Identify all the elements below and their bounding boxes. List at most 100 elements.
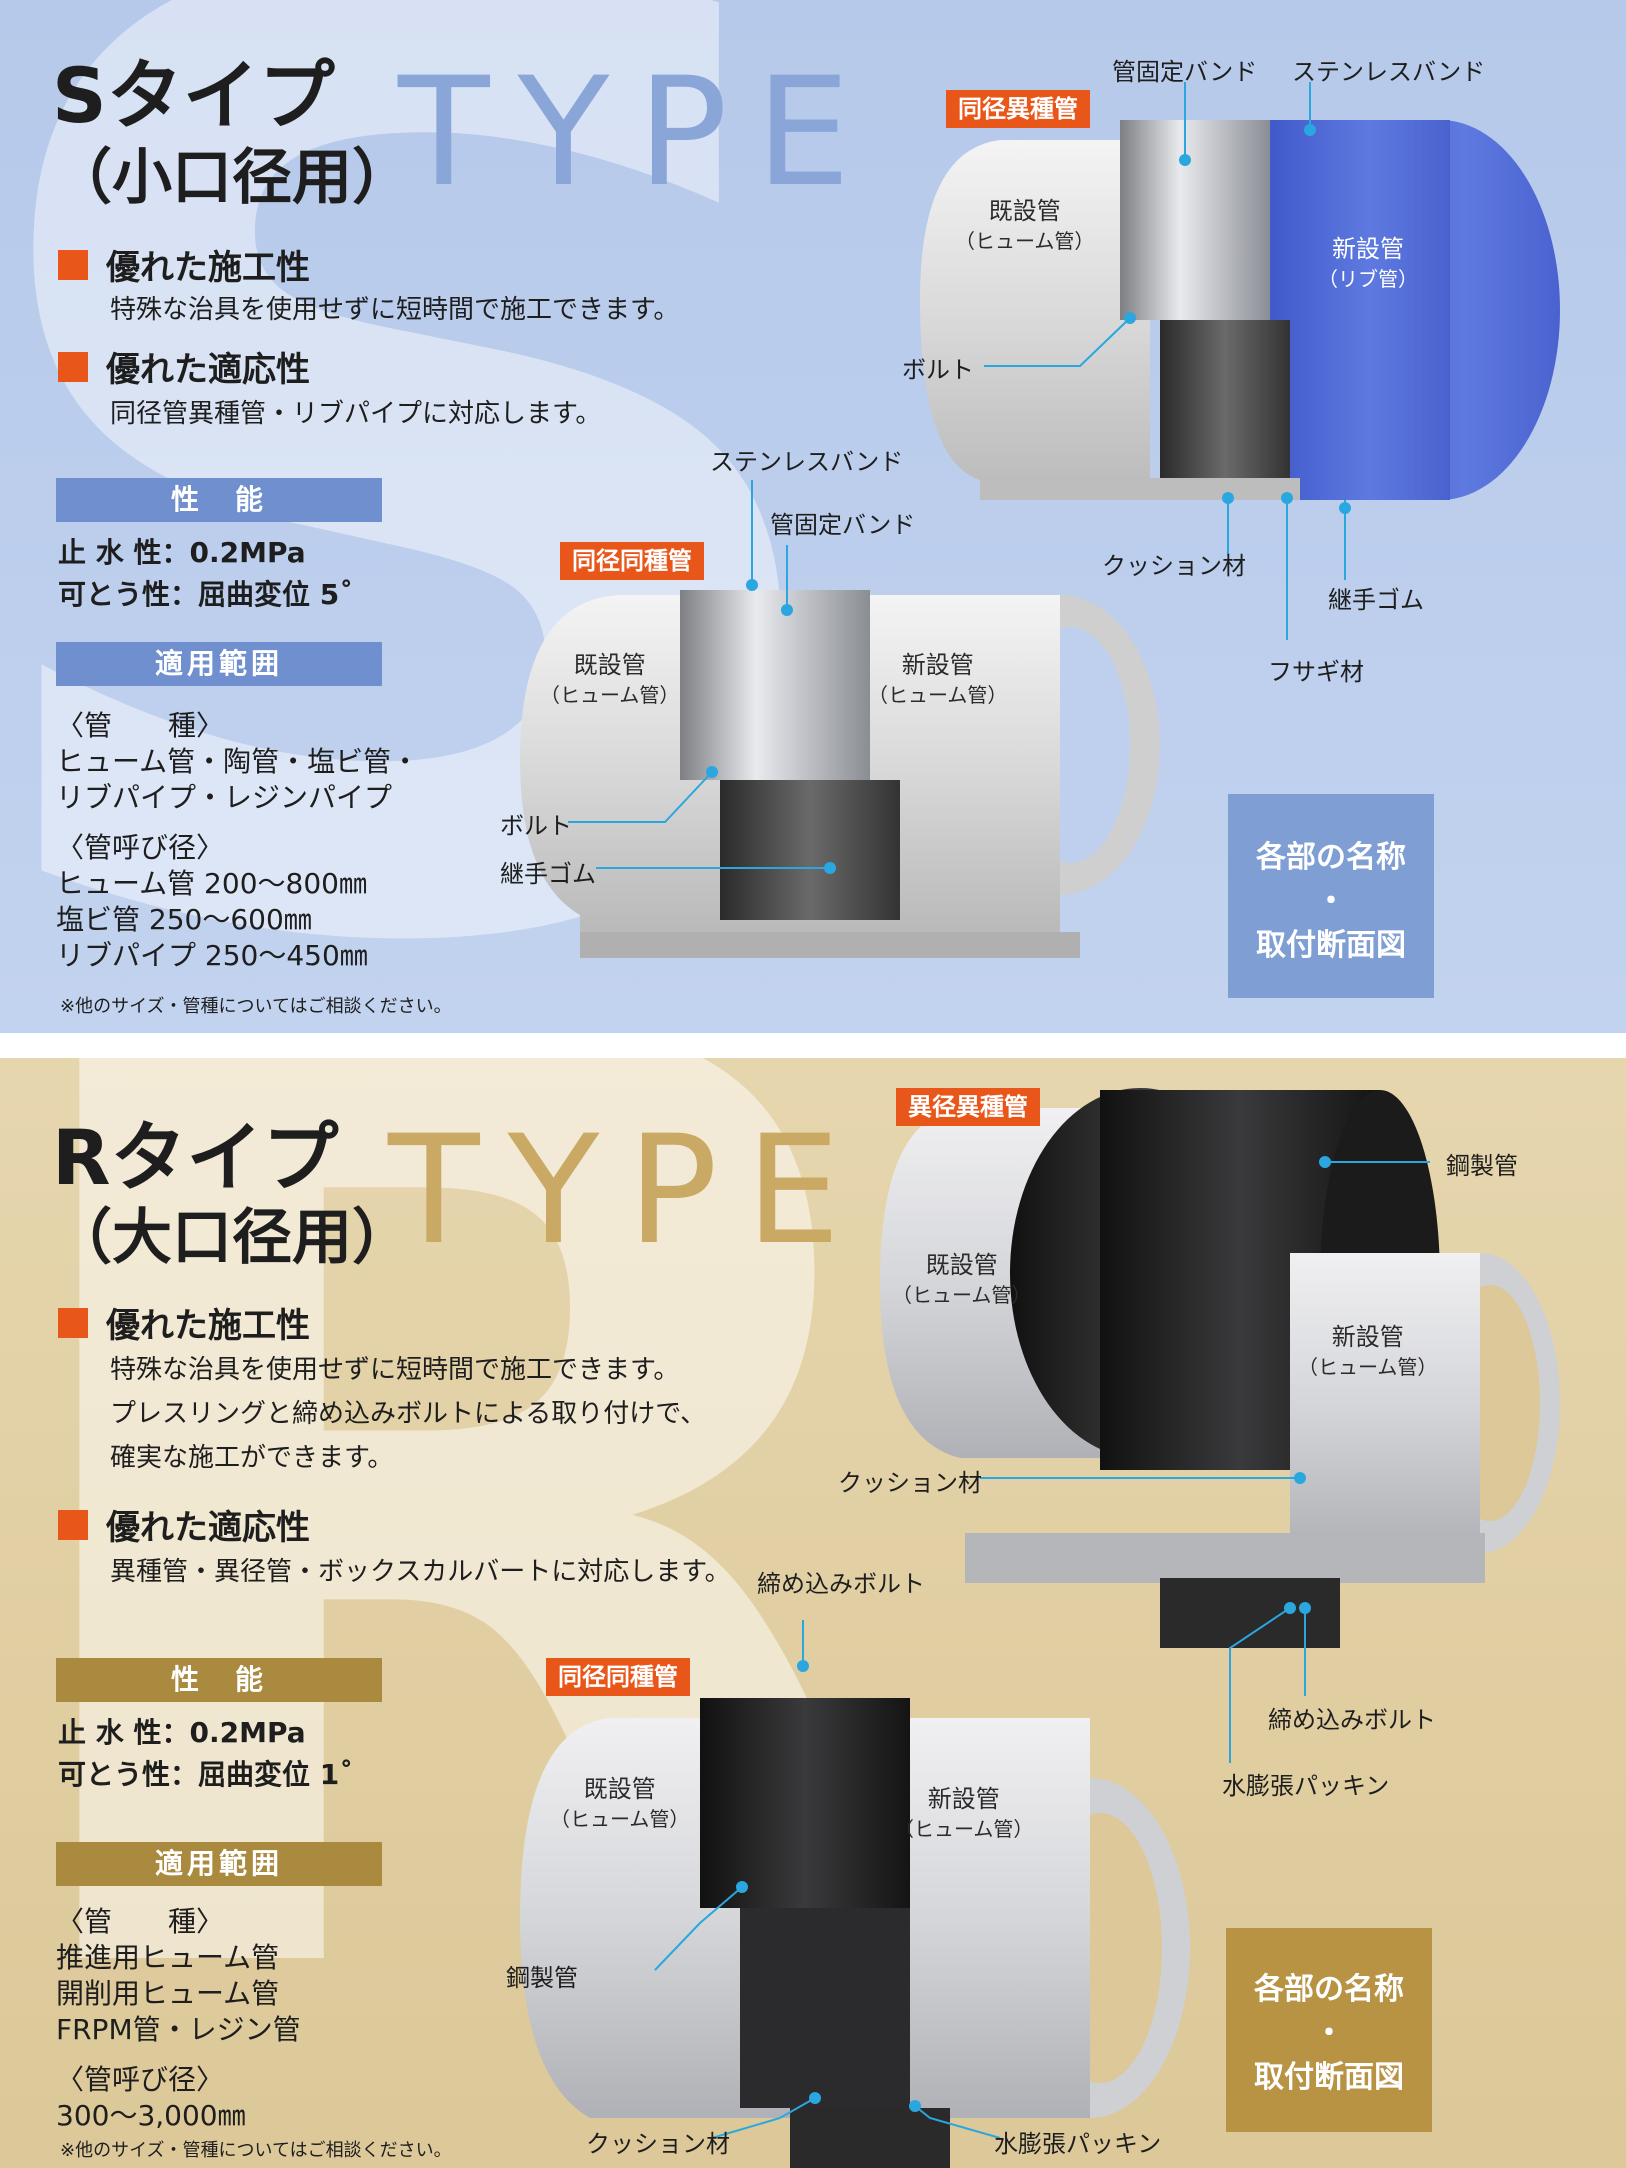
s-top-label-bolt: ボルト — [902, 356, 974, 384]
desc-line: 確実な施工ができます。 — [110, 1443, 394, 1473]
s-top-label-joint-rubber: 継手ゴム — [1328, 586, 1424, 614]
box-line2: 取付断面図 — [1254, 2060, 1404, 2095]
desc-line: 特殊な治具を使用せずに短時間で施工できます。 — [110, 1355, 680, 1385]
pipe-name: 新設管 — [901, 651, 974, 679]
joint-rubber — [1160, 320, 1290, 480]
r-top-label-bolt-b: 締め込みボルト — [1268, 1706, 1436, 1734]
s-title-main: Sタイプ — [52, 51, 335, 140]
r-diameter-list: 〈管呼び径〉 300～3,000㎜ — [56, 2062, 246, 2134]
r-top-label-packing: 水膨張パッキン — [1222, 1772, 1390, 1800]
s-scope-header: 適用範囲 — [56, 642, 382, 686]
s-top-label-clamp: 管固定バンド — [1112, 58, 1258, 86]
box-line1: 各部の名称 — [1254, 1972, 1404, 2007]
r-feature2: 優れた適応性 — [58, 1500, 310, 1549]
s-feature2-title: 優れた適応性 — [106, 350, 310, 390]
joint-rubber — [720, 780, 900, 920]
pipe-name: 既設管 — [925, 1251, 998, 1279]
r-kind-label: 〈管 種〉 — [56, 1905, 225, 1938]
s-top-label-cushion: クッション材 — [1102, 552, 1246, 580]
r-title-sub: （大口径用） — [52, 1203, 412, 1273]
clamp-base — [790, 2108, 950, 2168]
s-title-sub: （小口径用） — [52, 143, 412, 213]
r-parts-box: 各部の名称 ・ 取付断面図 — [1226, 1928, 1432, 2132]
orange-square-icon — [58, 1307, 88, 1338]
r-perf-header: 性 能 — [56, 1658, 382, 1702]
clamp-band — [1120, 120, 1270, 320]
s-feature2-desc: 同径管異種管・リブパイプに対応します。 — [110, 399, 602, 429]
orange-square-icon — [58, 351, 88, 382]
s-bottom-diagram — [520, 590, 1160, 958]
box-line1: 各部の名称 — [1256, 840, 1406, 875]
s-perf-flex: 可とう性：屈曲変位 5˚ — [58, 578, 354, 611]
r-perf-water: 止 水 性：0.2MPa — [58, 1716, 306, 1749]
r-top-tag: 異径異種管 — [896, 1088, 1040, 1126]
s-note: ※他のサイズ・管種についてはご相談ください。 — [60, 996, 452, 1017]
pipe-base — [980, 478, 1300, 500]
s-bottom-label-joint-rubber: 継手ゴム — [500, 860, 596, 888]
orange-square-icon — [58, 1509, 88, 1540]
steel-band — [680, 590, 870, 780]
r-top-new-pipe: 新設管 （ヒューム管） — [1298, 1322, 1437, 1382]
s-perf-water: 止 水 性：0.2MPa — [58, 536, 306, 569]
r-note: ※他のサイズ・管種についてはご相談ください。 — [60, 2140, 452, 2161]
s-top-new-pipe: 新設管 （リブ管） — [1318, 234, 1418, 294]
s-parts-box: 各部の名称 ・ 取付断面図 — [1228, 794, 1434, 998]
r-top-diagram — [880, 1088, 1560, 1648]
s-feature1: 優れた施工性 — [58, 240, 310, 289]
s-bottom-label-clamp: 管固定バンド — [770, 511, 916, 539]
r-kind-line2: 開削用ヒューム管 — [56, 1977, 280, 2010]
s-dia-line2: 塩ビ管 250～600㎜ — [56, 903, 312, 936]
r-bottom-label-packing: 水膨張パッキン — [994, 2130, 1162, 2158]
r-feature1: 優れた施工性 — [58, 1298, 310, 1347]
pipe-name: 新設管 — [1331, 1323, 1404, 1351]
box-line2: 取付断面図 — [1256, 928, 1406, 963]
s-top-existing-pipe: 既設管 （ヒューム管） — [955, 196, 1094, 256]
s-kind-line2: リブパイプ・レジンパイプ — [56, 781, 393, 814]
s-top-label-stainless: ステンレスバンド — [1292, 58, 1486, 86]
box-dot: ・ — [1314, 2016, 1344, 2051]
r-feature1-desc: 特殊な治具を使用せずに短時間で施工できます。 プレスリングと締め込みボルトによる… — [110, 1348, 706, 1480]
r-kind-line3: FRPM管・レジン管 — [56, 2013, 301, 2046]
r-kind-list: 〈管 種〉 推進用ヒューム管 開削用ヒューム管 FRPM管・レジン管 — [56, 1904, 301, 2048]
r-bottom-existing-pipe: 既設管 （ヒューム管） — [550, 1774, 689, 1834]
pipe-base — [965, 1533, 1485, 1583]
pipe-name: 新設管 — [1332, 235, 1404, 263]
s-top-label-cap: フサギ材 — [1268, 658, 1364, 686]
pipe-material: （ヒューム管） — [892, 1283, 1032, 1307]
s-kind-list: 〈管 種〉 ヒューム管・陶管・塩ビ管・ リブパイプ・レジンパイプ — [56, 708, 419, 816]
pipe-material: （ヒューム管） — [1298, 1355, 1438, 1379]
pipe-name: 既設管 — [573, 651, 646, 679]
r-type-word: TYPE — [388, 1104, 869, 1278]
r-kind-line1: 推進用ヒューム管 — [56, 1941, 280, 1974]
clamp-base — [1160, 1578, 1340, 1648]
s-perf-header: 性 能 — [56, 478, 382, 522]
pipe-material: （ヒューム管） — [868, 683, 1008, 707]
steel-collar — [700, 1698, 910, 1908]
pipe-name: 既設管 — [583, 1775, 656, 1803]
cushion-band — [740, 1908, 910, 2108]
r-bottom-new-pipe: 新設管 （ヒューム管） — [894, 1784, 1033, 1844]
r-dia-line1: 300～3,000㎜ — [56, 2099, 246, 2132]
s-top-diagram — [920, 120, 1560, 500]
pipe-material: （ヒューム管） — [955, 229, 1095, 253]
r-feature2-desc: 異種管・異径管・ボックスカルバートに対応します。 — [110, 1557, 731, 1587]
pipe-material: （ヒューム管） — [540, 683, 680, 707]
r-scope-header: 適用範囲 — [56, 1842, 382, 1886]
s-feature1-desc: 特殊な治具を使用せずに短時間で施工できます。 — [110, 295, 680, 325]
s-bottom-existing-pipe: 既設管 （ヒューム管） — [540, 650, 679, 710]
r-top-existing-pipe: 既設管 （ヒューム管） — [892, 1250, 1031, 1310]
r-diagrams-illustration — [520, 1088, 1560, 2168]
r-feature2-title: 優れた適応性 — [106, 1508, 310, 1548]
s-diameter-list: 〈管呼び径〉 ヒューム管 200～800㎜ 塩ビ管 250～600㎜ リブパイプ… — [56, 830, 368, 974]
pipe-base — [580, 932, 1080, 958]
s-top-tag: 同径異種管 — [946, 90, 1090, 128]
orange-square-icon — [58, 249, 88, 280]
r-bottom-diagram — [520, 1698, 1190, 2168]
pipe-name: 新設管 — [927, 1785, 1000, 1813]
s-feature1-title: 優れた施工性 — [106, 248, 310, 288]
desc-line: プレスリングと締め込みボルトによる取り付けで、 — [110, 1399, 707, 1429]
pipe-material: （ヒューム管） — [894, 1817, 1034, 1841]
s-type-panel: S TYPE Sタイプ （小口径用） 優れた施工性 特殊な治具を使用せずに短時間… — [0, 0, 1626, 1033]
r-dia-label: 〈管呼び径〉 — [56, 2063, 225, 2096]
r-top-label-cushion: クッション材 — [838, 1469, 982, 1497]
